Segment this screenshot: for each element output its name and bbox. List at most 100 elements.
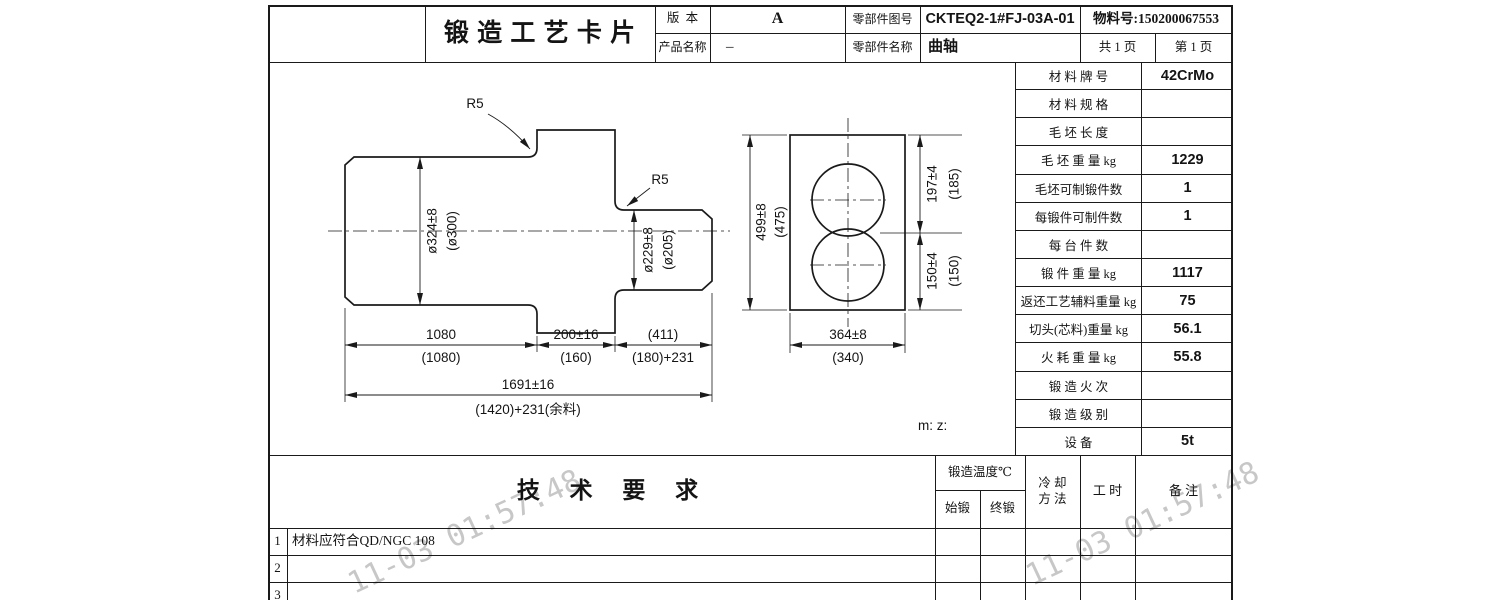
spec-label: 毛 坯 重 量 kg [1016, 146, 1142, 174]
spec-value [1142, 231, 1233, 258]
spec-value [1142, 118, 1233, 145]
module-teeth-note: m: z: [918, 418, 947, 433]
dim-pin-mid-ref: (150) [947, 255, 962, 287]
grid-line [268, 555, 1232, 556]
dim-total-len: 1691±16 [502, 377, 554, 392]
grid-line [1155, 33, 1156, 62]
grid-line [935, 455, 936, 600]
table-row: 毛坯可制锻件数 1 [1016, 174, 1233, 203]
cooling-line1: 冷 却 [1038, 475, 1067, 490]
dim-len2-ref: (160) [560, 350, 592, 365]
product-name-label: 产品名称 [658, 40, 707, 54]
grid-line [268, 582, 1232, 583]
technical-drawing: R5 R5 ø324±8 (ø300) ø229±8 (ø205) 1080 2… [328, 96, 962, 433]
fillet-label: R5 [651, 172, 668, 187]
spec-label: 切头(芯料)重量 kg [1016, 315, 1142, 343]
part-name-value: 曲轴 [928, 39, 959, 56]
cooling-line2: 方 法 [1038, 491, 1067, 506]
spec-value: 1 [1183, 180, 1192, 197]
table-row: 火 耗 重 量 kg 55.8 [1016, 343, 1233, 372]
grid-line [1080, 455, 1081, 600]
remarks-header: 备 注 [1168, 483, 1199, 499]
grid-line [655, 33, 1232, 34]
req-row-number: 2 [274, 560, 281, 576]
fillet-leaders [487, 113, 651, 207]
dim-dia-left-ref: (ø300) [445, 211, 460, 251]
req-row-number: 3 [274, 587, 281, 600]
version-label: 版 本 [666, 11, 699, 26]
table-row: 毛 坯 重 量 kg 1229 [1016, 146, 1233, 175]
spec-label: 锻 件 重 量 kg [1016, 258, 1142, 287]
spec-value: 1 [1183, 208, 1192, 225]
grid-line [1025, 455, 1026, 600]
dim-pin-top-ref: (185) [947, 168, 962, 200]
table-row: 每 台 件 数 [1016, 230, 1233, 259]
dim-section-width-ref: (340) [832, 350, 864, 365]
pages-total: 共 1 页 [1098, 39, 1137, 54]
dim-dia-left: ø324±8 [425, 208, 440, 254]
grid-line [980, 490, 981, 600]
part-no-label: 零部件图号 [852, 11, 913, 26]
grid-line [287, 528, 288, 600]
spec-value: 55.8 [1173, 348, 1202, 365]
outer-border-top [268, 5, 1233, 7]
spec-label: 锻 造 级 别 [1016, 399, 1142, 427]
dim-section-height: 499±8 [754, 203, 769, 240]
tech-requirements-title: 技 术 要 求 [516, 478, 711, 504]
section-view [789, 134, 906, 311]
spec-value [1142, 372, 1233, 399]
spec-value: 1229 [1171, 151, 1204, 168]
grid-line [268, 62, 1232, 63]
req-row-text [292, 582, 922, 600]
grid-line [1135, 455, 1136, 600]
version-value: A [771, 10, 784, 27]
spec-value: 75 [1179, 292, 1196, 309]
grid-line [268, 455, 1232, 456]
dim-len3: (411) [648, 327, 679, 342]
spec-label: 每 台 件 数 [1016, 230, 1142, 258]
spec-value [1142, 90, 1233, 117]
material-no: 物料号:150200067553 [1093, 10, 1219, 26]
outer-border-left [268, 5, 270, 600]
table-row: 锻 造 火 次 [1016, 371, 1233, 400]
spec-label: 设 备 [1016, 427, 1142, 455]
spec-value: 5t [1181, 433, 1194, 450]
work-hours-header: 工 时 [1092, 483, 1123, 499]
spec-label: 材 料 规 格 [1016, 90, 1142, 118]
req-row-text [292, 555, 922, 582]
doc-title: 锻 造 工 艺 卡 片 [443, 19, 637, 47]
final-forging-header: 终锻 [989, 501, 1015, 516]
fillet-label: R5 [466, 96, 483, 111]
dim-dia-right-ref: (ø205) [661, 230, 676, 270]
spec-value [1142, 400, 1233, 427]
table-row: 设 备 5t [1016, 427, 1233, 455]
spec-label: 火 耗 重 量 kg [1016, 343, 1142, 371]
spec-value: 42CrMo [1160, 67, 1215, 84]
dim-dia-right: ø229±8 [641, 227, 656, 273]
grid-line [268, 528, 1232, 529]
spec-label: 毛坯可制锻件数 [1016, 174, 1142, 202]
spec-label: 返还工艺辅料重量 kg [1016, 287, 1142, 315]
spec-value: 56.1 [1173, 320, 1202, 337]
grid-line [935, 490, 1025, 491]
table-row: 返还工艺辅料重量 kg 75 [1016, 287, 1233, 316]
dim-pin-top: 197±4 [925, 165, 940, 203]
table-row: 材 料 规 格 [1016, 90, 1233, 119]
table-row: 毛 坯 长 度 [1016, 118, 1233, 147]
forging-temp-header: 锻造温度℃ [948, 464, 1012, 479]
grid-line [425, 5, 426, 62]
product-name-value: – [726, 39, 734, 56]
dim-len3-ref: (180)+231 [632, 350, 694, 365]
part-no-value: CKTEQ2-1#FJ-03A-01 [925, 10, 1075, 27]
dim-len1-ref: (1080) [421, 350, 460, 365]
dim-len2: 200±16 [554, 327, 599, 342]
centerlines [328, 118, 886, 327]
dim-total-len-ref: (1420)+231(余料) [475, 401, 580, 417]
crankshaft-profile [344, 129, 713, 334]
outer-border-right [1231, 5, 1233, 600]
